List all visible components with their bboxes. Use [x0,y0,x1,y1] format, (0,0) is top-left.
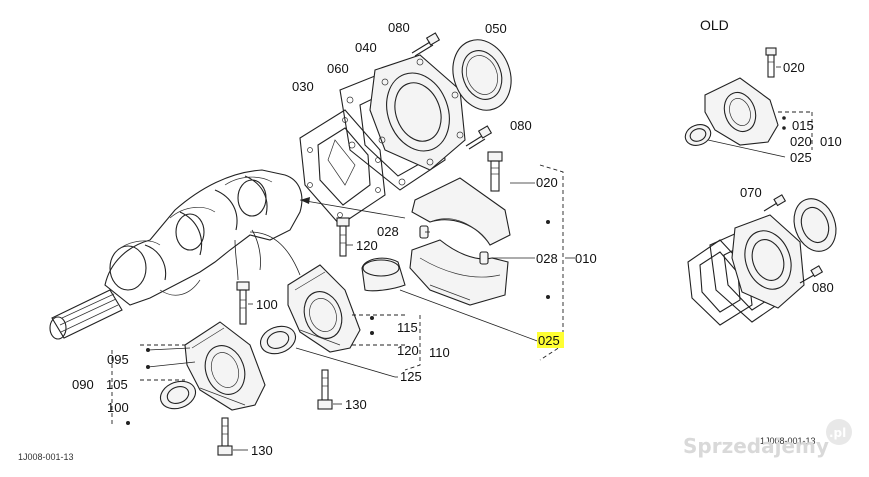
label-125: 125 [400,369,422,384]
drawing-code: 1J008-001-13 [18,452,74,462]
label-100-bolt: 100 [256,297,278,312]
old-bolt-070 [763,194,787,212]
label-010: 010 [575,251,597,266]
bearing-125 [259,325,297,355]
bolt-080-top [411,32,441,57]
label-040: 040 [355,40,377,55]
rear-cover-040 [369,54,466,171]
label-028-right: 028 [536,251,558,266]
bolt-100 [236,281,250,325]
label-080-top: 080 [388,20,410,35]
label-095: 095 [107,352,129,367]
bearing-105 [159,380,197,410]
oil-seal-050 [452,39,512,111]
crankshaft [49,169,303,340]
label-130-lower: 130 [251,443,273,458]
label-130-upper: 130 [345,397,367,412]
old-bearing-case [704,77,779,146]
bolt-130-upper [317,369,333,410]
label-080-right: 080 [510,118,532,133]
bolt-130-lower [217,417,233,456]
bearing-cap-upper [411,177,511,246]
label-120: 120 [397,343,419,358]
label-100: 100 [107,400,129,415]
old-label-020: 020 [790,134,812,149]
bolt-120 [336,217,350,257]
old-label-020-bolt: 020 [783,60,805,75]
label-120-bolt: 120 [356,238,378,253]
label-025-highlight [537,332,564,348]
label-028-left: 028 [377,224,399,239]
bolt-020 [487,151,503,192]
old-label-080: 080 [812,280,834,295]
old-label-010: 010 [820,134,842,149]
label-025: 025 [538,333,560,348]
bearing-case-110 [287,264,361,353]
drawing-code-right: 1J008-001-13 [760,436,816,446]
old-bolt-020 [765,47,777,78]
watermark-badge-text: .pl [829,426,846,440]
part-labels: OLD 080 050 040 060 030 080 020 028 028 … [18,17,842,462]
label-060: 060 [327,61,349,76]
old-label-025: 025 [790,150,812,165]
old-heading: OLD [700,17,729,33]
label-030: 030 [292,79,314,94]
label-105: 105 [106,377,128,392]
label-110: 110 [429,345,450,360]
watermark-text: Sprzedajemy [683,434,829,458]
old-label-015: 015 [792,118,814,133]
gasket-030 [299,109,386,226]
label-020: 020 [536,175,558,190]
old-label-070: 070 [740,185,762,200]
watermark-badge [826,419,852,445]
bearing-shell-025 [361,257,406,292]
bolt-080-right [465,125,493,150]
label-090: 090 [72,377,94,392]
watermark: Sprzedajemy .pl [683,419,852,458]
old-bolt-080 [799,265,824,284]
label-115: 115 [397,320,418,335]
label-050: 050 [485,21,507,36]
old-cover [731,214,805,309]
bearing-cap-lower [409,239,509,306]
bearing-case-090 [184,321,266,411]
old-bearing-025 [684,124,712,146]
old-oil-seal [793,198,837,252]
